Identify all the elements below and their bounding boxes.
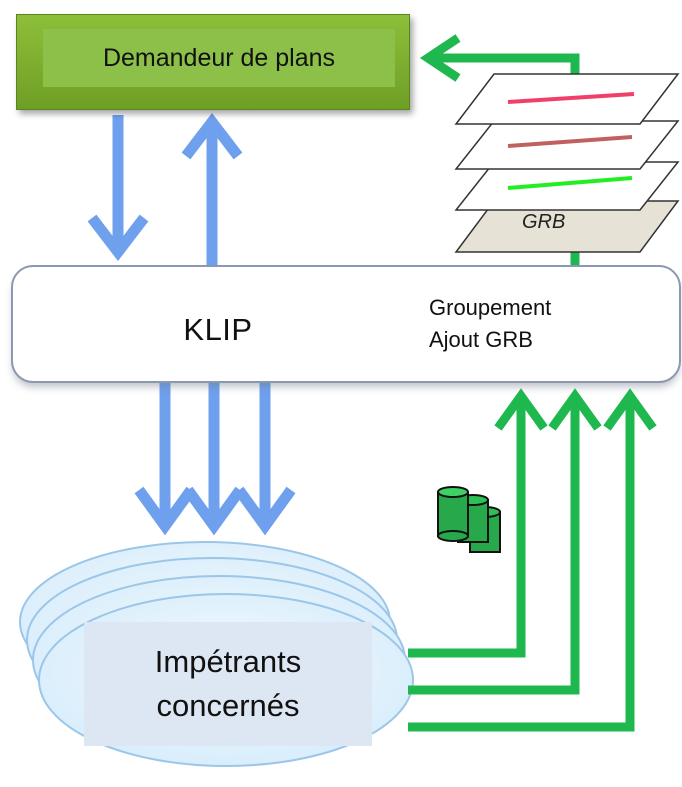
green-arrows-to-klip [408,388,657,732]
stakeholders-label: Impétrants concernés [84,640,372,728]
blue-arrow-down-to-klip [87,115,149,262]
requester-label: Demandeur de plans [43,29,395,87]
grb-layer-label: GRB [522,211,566,233]
database-stack-icon [437,486,501,553]
layer-2 [454,120,680,170]
requester-box: Demandeur de plans [16,14,410,110]
klip-system-box [11,265,681,383]
klip-label: KLIP [183,312,253,347]
stakeholders-line-2: concernés [156,688,300,723]
stakeholders-label-box [84,622,372,746]
map-layers-stack [454,73,680,253]
blue-arrows-to-stakeholders [134,382,296,536]
grouping-line: Groupement [429,295,552,320]
stakeholders-line-1: Impétrants [154,644,302,679]
add-grb-line: Ajout GRB [429,327,533,352]
blue-arrow-up-to-requester [181,112,243,268]
klip-process-text: Groupement Ajout GRB [429,292,551,356]
